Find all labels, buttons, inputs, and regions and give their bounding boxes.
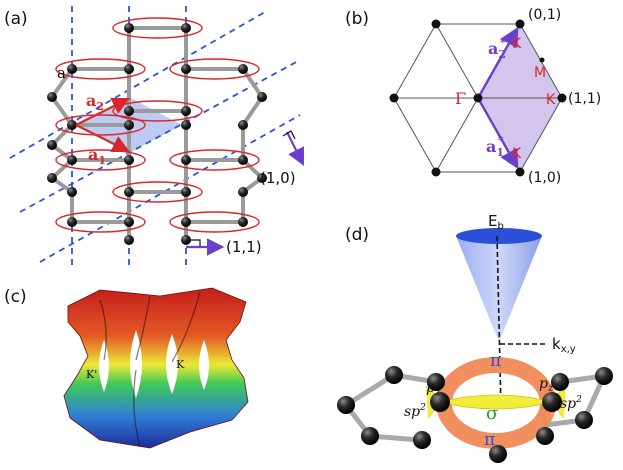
atom <box>124 64 134 74</box>
label-a1: a1 <box>88 145 106 167</box>
atom <box>181 217 191 227</box>
atom <box>181 155 191 165</box>
atom <box>181 64 191 74</box>
direction-11: (1,1) <box>186 238 262 256</box>
panel-a: (a) a2 a1 a (1,0) <box>4 6 304 266</box>
vector-a1-star <box>476 97 519 170</box>
atom <box>124 23 134 33</box>
dimer-ellipse <box>169 149 260 171</box>
label-eb: Eb <box>488 212 504 232</box>
atom <box>67 155 77 165</box>
panel-b-tag: (b) <box>345 9 369 29</box>
atom <box>67 64 77 74</box>
panel-a-tag: (a) <box>4 9 28 29</box>
label-k-right: K <box>546 92 556 108</box>
atom <box>238 217 248 227</box>
label-a2-star: a2* <box>488 36 506 61</box>
label-k-top: K <box>512 36 522 52</box>
vector-a2-star <box>476 26 519 99</box>
label-kxy: kx,y <box>552 335 576 355</box>
panel-d-tag: (d) <box>345 225 369 245</box>
label-sigma: σ <box>486 403 498 424</box>
panel-d: (d) Eb kx,y <box>337 212 613 463</box>
label-pi-bottom: π <box>484 430 495 450</box>
bond <box>50 95 74 127</box>
atom <box>257 92 267 102</box>
atom <box>124 187 134 197</box>
panel-c: (c) K' K <box>4 287 249 449</box>
atom <box>124 155 134 165</box>
vector-a2 <box>75 98 130 126</box>
dimer-ellipse <box>55 149 146 171</box>
dimer-ellipse <box>112 17 203 39</box>
atom <box>124 106 134 116</box>
reciprocal-vectors <box>476 26 519 170</box>
atom <box>67 187 77 197</box>
dimer-ellipse <box>112 181 203 203</box>
band-surface <box>63 287 249 449</box>
atom <box>238 155 248 165</box>
atom <box>181 120 191 130</box>
label-10: (1,0) <box>528 170 561 186</box>
atom <box>257 173 267 183</box>
label-k-prime: K' <box>86 368 97 381</box>
atom <box>47 140 57 150</box>
atom <box>181 23 191 33</box>
bond <box>241 95 264 127</box>
atom <box>238 64 248 74</box>
label-k-bottom: K <box>512 146 522 162</box>
label-01: (0,1) <box>528 7 561 23</box>
atom <box>124 217 134 227</box>
label-gamma: Γ <box>455 89 466 108</box>
dirac-cone <box>456 236 542 342</box>
label-sp2-left: sp2 <box>404 403 426 420</box>
cone-top <box>456 228 542 244</box>
atom <box>67 120 77 130</box>
atom <box>238 120 248 130</box>
label-sp2-right: sp2 <box>560 395 582 412</box>
label-11: (1,1) <box>568 91 601 107</box>
vector-a1 <box>75 124 130 152</box>
label-pi-top: π <box>490 351 501 371</box>
atom <box>124 120 134 130</box>
dimer-ellipse <box>55 114 146 136</box>
benzene-atoms <box>337 366 613 463</box>
dimer-ellipse <box>55 211 146 233</box>
label-pz-right: pz <box>539 376 554 394</box>
dimer-ellipse <box>55 58 146 80</box>
atom <box>47 173 57 183</box>
reciprocal-points <box>389 19 567 177</box>
direction-10: (1,0) <box>260 130 304 187</box>
bond <box>50 67 74 99</box>
atom <box>181 187 191 197</box>
label-a2: a2 <box>86 91 104 113</box>
atom <box>238 187 248 197</box>
label-pz-left: pz <box>426 380 441 398</box>
lattice-atoms <box>47 23 267 245</box>
svg-text:(1,0): (1,0) <box>260 169 296 187</box>
panel-c-tag: (c) <box>4 287 27 307</box>
dimer-ellipse <box>169 58 260 80</box>
label-k: K <box>176 358 185 371</box>
svg-text:(1,1): (1,1) <box>226 238 262 256</box>
panel-b: (b) (0,1) (1,1) (1,0) Γ K K K M a2* a1* <box>345 7 601 186</box>
atom <box>67 217 77 227</box>
atom <box>124 235 134 245</box>
label-a1-star: a1* <box>486 134 504 159</box>
atom <box>181 106 191 116</box>
label-atom-a: a <box>57 64 66 82</box>
atom <box>47 92 57 102</box>
energy-axis <box>496 235 502 411</box>
dimer-ellipse <box>169 211 260 233</box>
bond <box>241 67 264 99</box>
label-m: M <box>534 65 546 81</box>
